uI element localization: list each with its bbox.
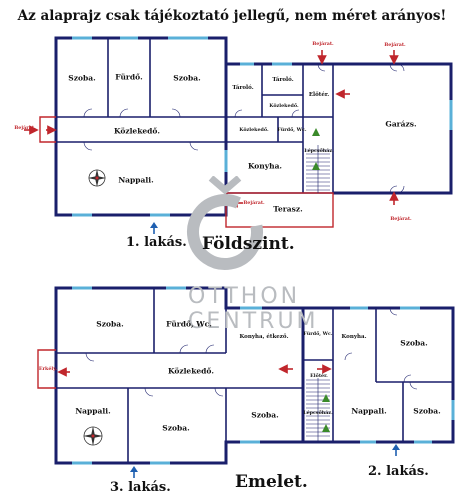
room-szoba-left: Szoba. <box>96 319 124 329</box>
ground-floor-title: Földszint. <box>202 234 295 254</box>
compass-icon <box>88 169 106 187</box>
room-furdo-wc: Fürdő, Wc. <box>277 127 307 133</box>
entrance-bottom-label: Bejárat. <box>390 216 412 222</box>
room-kozlekedo: Közlekedő. <box>113 126 161 136</box>
stair-up-arrow <box>312 128 320 136</box>
room-terasz: Terasz. <box>273 204 303 214</box>
room-nappali-2: Nappali. <box>351 406 387 416</box>
room-konyha: Konyha. <box>341 334 367 340</box>
room-garazs: Garázs. <box>385 119 417 129</box>
watermark-line-1: OTTHON <box>188 284 301 309</box>
room-eloter: Előtér. <box>310 373 328 379</box>
room-kozlekedo-small: Közlekedő. <box>269 103 299 109</box>
room-szoba-left: Szoba. <box>68 73 96 83</box>
upper-floor-walls <box>54 286 455 465</box>
balcony-label: Erkély. <box>38 366 58 372</box>
unit-1-label: 1. lakás. <box>126 235 187 250</box>
unit-2-label: 2. lakás. <box>368 464 429 479</box>
arrow-up-icon <box>130 466 138 472</box>
entrance-left-label: Bejárat. <box>14 125 36 131</box>
room-tarolo-2: Tároló. <box>272 77 294 83</box>
entrance-terrace-label: Bejárat. <box>243 200 265 206</box>
room-eloter: Előtér. <box>308 92 330 98</box>
upper-floor-title: Emelet. <box>235 472 308 492</box>
balcony-outline <box>37 349 56 389</box>
room-szoba-mid: Szoba. <box>162 423 190 433</box>
entrance-top-2-label: Bejárat. <box>384 42 406 48</box>
room-furdo-wc: Fürdő, Wc. <box>166 319 212 329</box>
room-szoba-right: Szoba. <box>173 73 201 83</box>
watermark-line-2: CENTRUM <box>188 309 319 334</box>
upper-doors <box>85 307 418 397</box>
room-kozlekedo: Közlekedő. <box>167 366 215 376</box>
left-entrance-porch <box>39 116 56 143</box>
room-szoba-small: Szoba. <box>251 410 279 420</box>
disclaimer-text: Az alaprajz csak tájékoztató jellegű, ne… <box>17 8 447 24</box>
stair-up-arrow-2 <box>312 162 320 170</box>
stair-up-arrow-2 <box>322 424 330 432</box>
room-tarolo-1: Tároló. <box>232 85 254 91</box>
room-konyha: Konyha. <box>247 161 283 171</box>
room-furdo: Fürdő. <box>115 72 143 82</box>
terrace-outline <box>225 192 334 228</box>
ground-doors <box>83 63 405 194</box>
arrow-up-icon <box>392 444 400 450</box>
compass-icon <box>83 426 103 446</box>
entrance-top-1-label: Bejárat. <box>312 41 334 47</box>
arrow-up-icon <box>150 222 158 228</box>
room-konyha-etkezo: Konyha, étkező. <box>239 334 289 340</box>
watermark-logo-icon <box>187 176 263 270</box>
unit-2-outline <box>301 306 455 444</box>
unit-3-label: 3. lakás. <box>110 480 171 495</box>
room-szoba-bottom-right: Szoba. <box>413 406 441 416</box>
stair-up-arrow <box>322 394 330 402</box>
room-lepcsohaz: Lépcsőház. <box>304 148 334 154</box>
room-furdo-wc-2: Fürdő, Wc. <box>303 331 333 337</box>
room-kozlekedo-mid: Közlekedő. <box>239 127 269 133</box>
ground-windows <box>72 36 453 217</box>
room-nappali: Nappali. <box>75 406 111 416</box>
room-lepcsohaz: Lépcsőház. <box>303 410 333 416</box>
room-nappali: Nappali. <box>118 175 154 185</box>
room-szoba-top-right: Szoba. <box>400 338 428 348</box>
upper-windows <box>72 286 455 465</box>
